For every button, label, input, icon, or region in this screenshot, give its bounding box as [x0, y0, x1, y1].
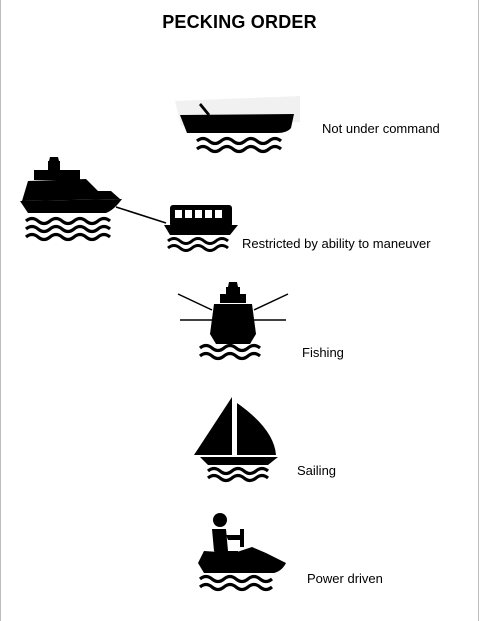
left-border — [0, 0, 1, 621]
personal-watercraft-icon — [198, 513, 286, 592]
towing-ship-icon — [20, 157, 238, 252]
label-power-driven: Power driven — [307, 571, 383, 586]
label-restricted-maneuver: Restricted by ability to maneuver — [242, 236, 431, 251]
label-not-under-command: Not under command — [322, 121, 440, 136]
drifting-boat-icon — [175, 96, 300, 154]
page-title: PECKING ORDER — [162, 12, 317, 32]
fishing-vessel-icon — [177, 282, 289, 361]
label-sailing: Sailing — [297, 463, 337, 478]
label-fishing: Fishing — [302, 345, 344, 360]
sailboat-icon — [194, 397, 278, 483]
